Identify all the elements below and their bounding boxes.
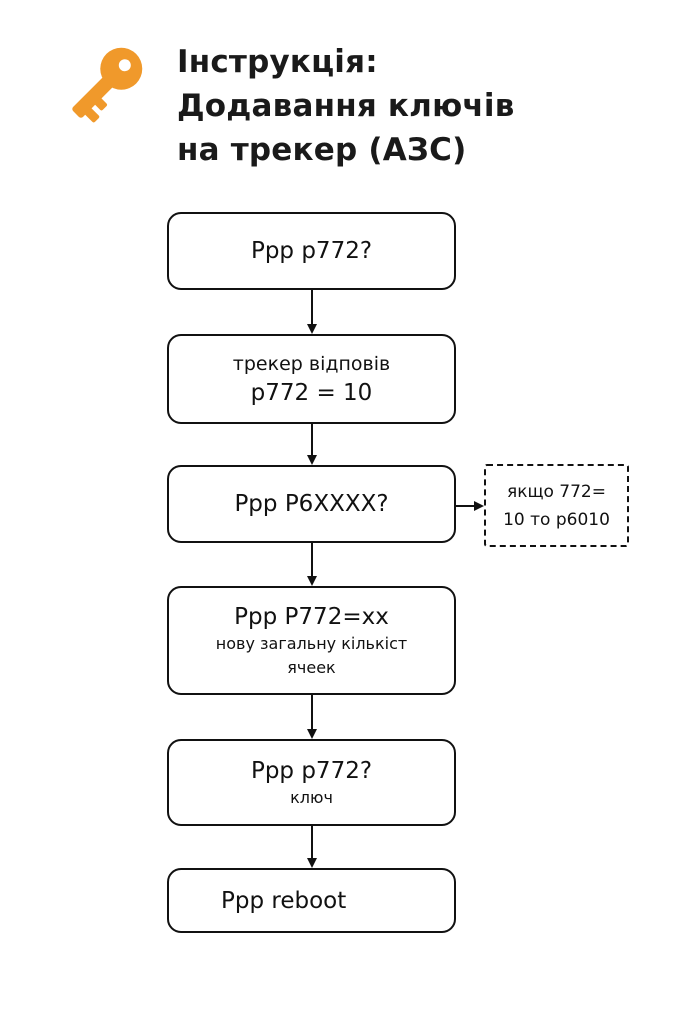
step-3-text: Ppp P6XXXX? xyxy=(234,491,389,517)
title-line-2: Додавання ключів xyxy=(177,88,515,124)
page-title: Інструкція: Додавання ключів на трекер (… xyxy=(177,40,657,172)
step-2-box: трекер відповів p772 = 10 xyxy=(167,334,456,424)
step-6-box: Ppp reboot xyxy=(167,868,456,933)
step-5-sub: ключ xyxy=(290,787,333,807)
step-1-text: Ppp p772? xyxy=(250,238,373,264)
title-line-3: на трекер (АЗС) xyxy=(177,132,467,168)
condition-note: якщо 772= 10 то p6010 xyxy=(484,464,629,547)
step-4-line-1: нову загальну кількіст xyxy=(215,633,408,653)
step-5-text: Ppp p772? xyxy=(250,757,373,784)
note-line-1: якщо 772= xyxy=(506,481,606,502)
step-4-text: Ppp P772=xx xyxy=(234,603,389,630)
key-icon xyxy=(72,47,143,123)
step-1-box: Ppp p772? xyxy=(167,212,456,290)
step-3-box: Ppp P6XXXX? xyxy=(167,465,456,543)
step-4-box: Ppp P772=xx нову загальну кількіст ячеек xyxy=(167,586,456,695)
note-line-2: 10 то p6010 xyxy=(503,509,610,530)
title-line-1: Інструкція: xyxy=(177,44,378,80)
step-5-box: Ppp p772? ключ xyxy=(167,739,456,826)
step-4-line-2: ячеек xyxy=(287,657,336,677)
step-2-line-1: трекер відповів xyxy=(232,352,391,375)
step-6-text: Ppp reboot xyxy=(221,887,347,914)
step-2-line-2: p772 = 10 xyxy=(250,379,373,406)
